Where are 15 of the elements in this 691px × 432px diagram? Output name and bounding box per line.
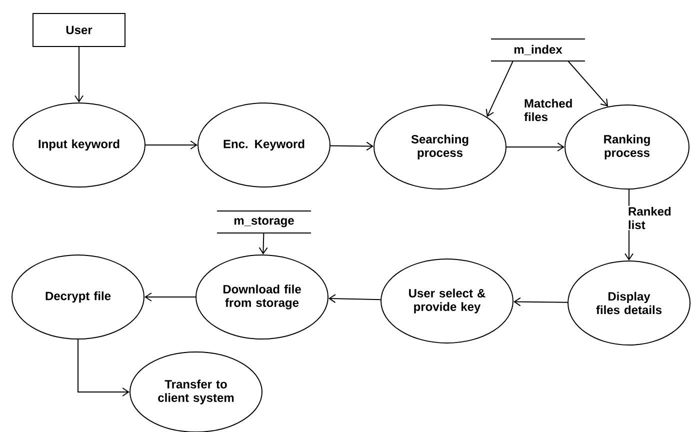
arrow	[258, 232, 268, 255]
arrow	[486, 60, 514, 117]
arrow	[144, 292, 196, 302]
arrow	[328, 294, 382, 304]
data-store: m_storage	[216, 210, 312, 234]
arrow	[514, 297, 568, 306]
data-store: m_index	[490, 38, 586, 62]
arrow	[78, 339, 130, 396]
arrow	[74, 46, 84, 102]
edge-label: Ranked list	[627, 206, 677, 230]
entity-box: User	[32, 13, 126, 47]
arrow	[506, 142, 564, 152]
arrow	[145, 140, 198, 150]
arrow	[568, 60, 608, 106]
arrow	[330, 142, 374, 151]
